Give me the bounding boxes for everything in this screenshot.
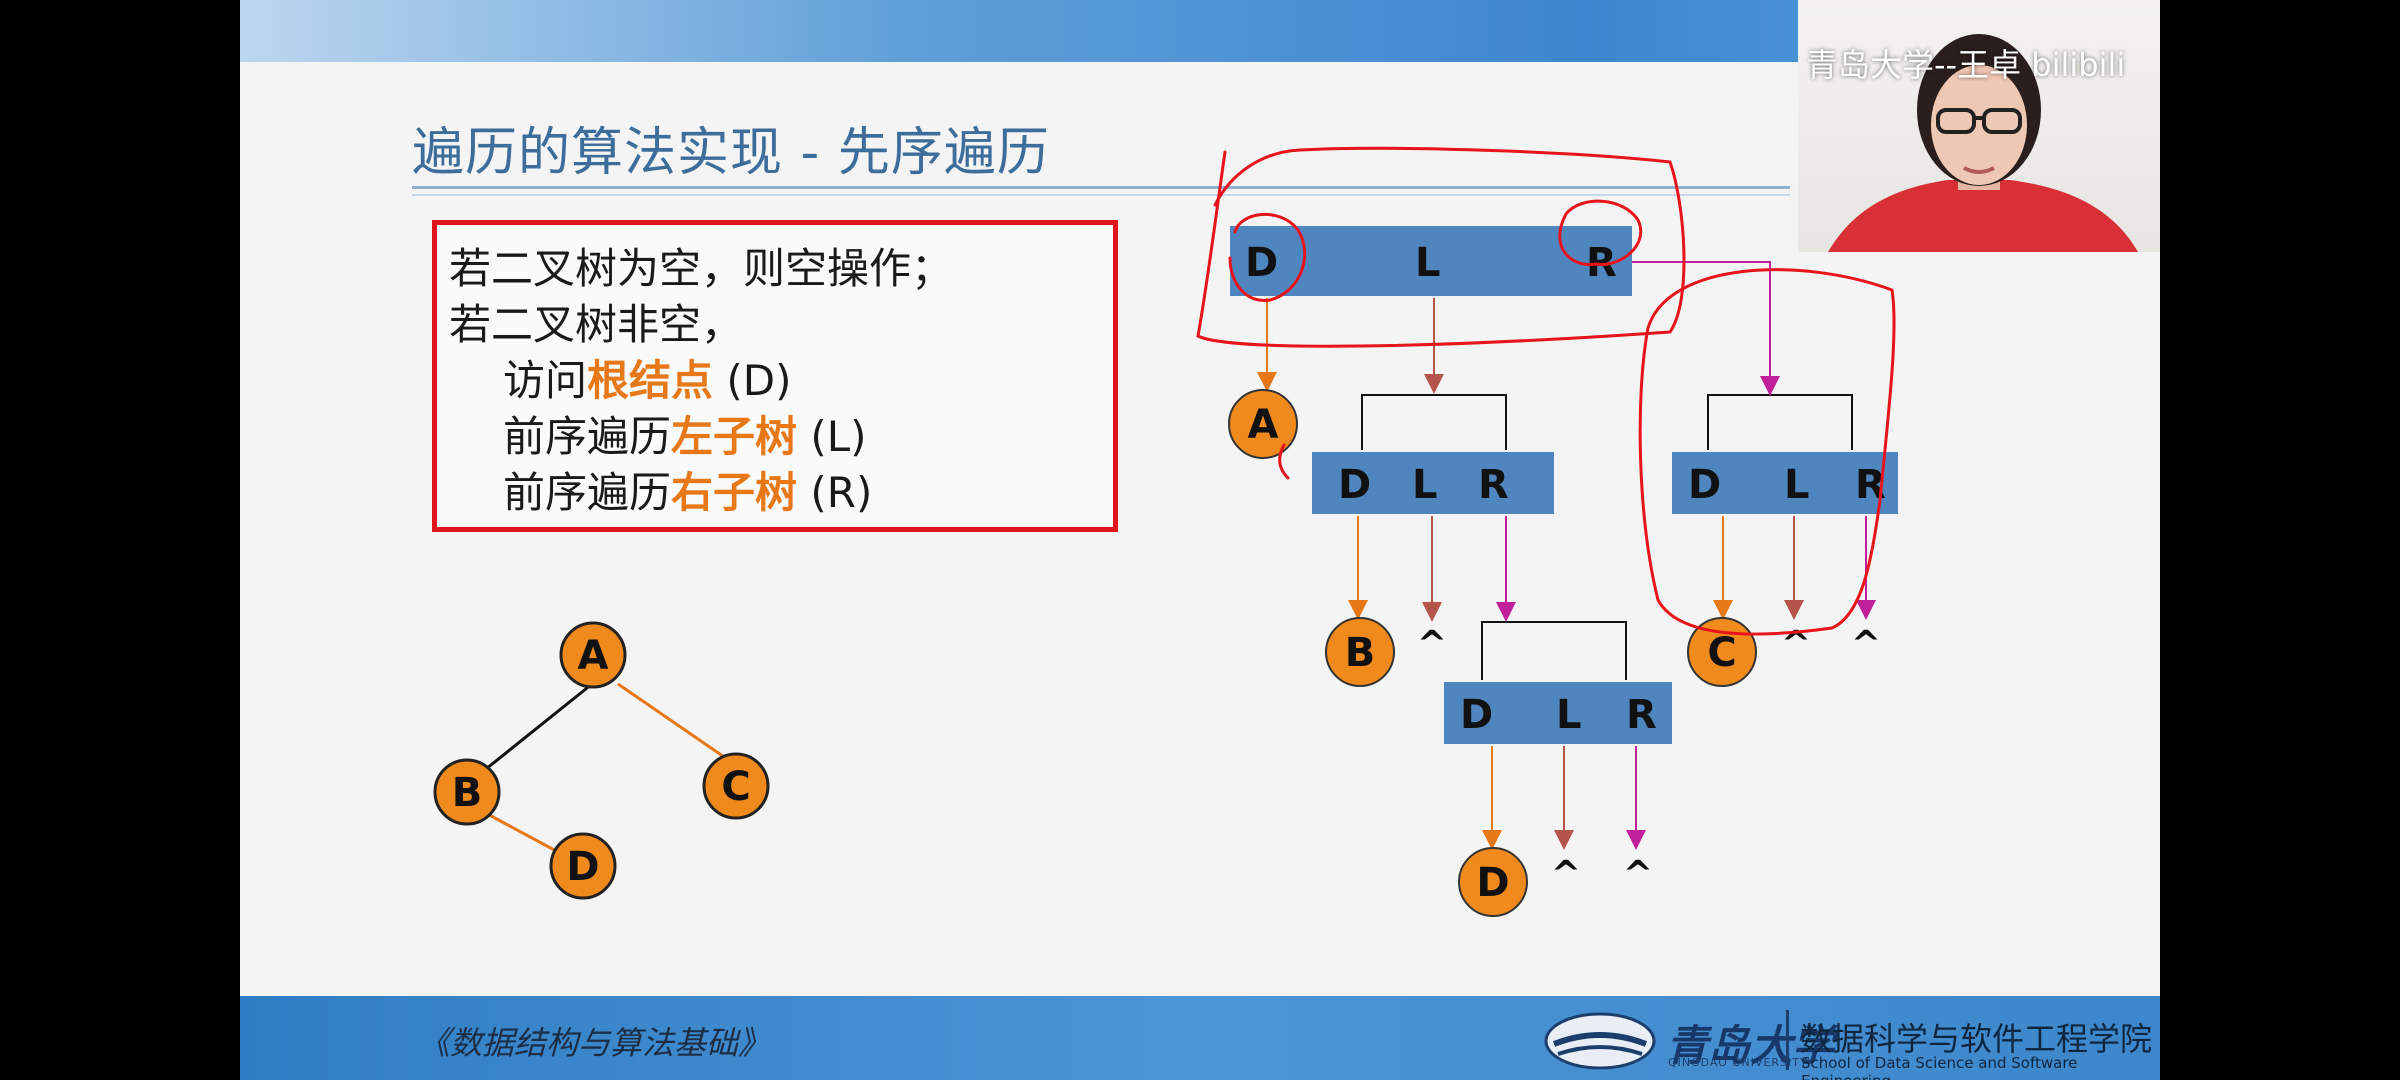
null-marker: ^ — [1417, 624, 1447, 665]
slide-footer-bar — [240, 996, 2160, 1080]
dlr-d-label: D — [1245, 240, 1278, 286]
university-logo-icon — [1544, 1012, 1656, 1070]
visited-node-b: B — [1325, 617, 1395, 687]
dlr-d-label: D — [1688, 462, 1721, 508]
rule-highlight: 左子树 — [671, 412, 798, 461]
annotation-circle-d — [1228, 213, 1307, 302]
slide-title: 遍历的算法实现 - 先序遍历 — [412, 123, 1050, 183]
visited-node-d: D — [1458, 847, 1528, 917]
rule-highlight: 右子树 — [671, 468, 798, 517]
visited-node-d-label: D — [1476, 860, 1509, 906]
tree-edge-b-d — [479, 808, 559, 854]
dlr-l-label: L — [1415, 240, 1441, 286]
rule-line-1: 若二叉树为空，则空操作； — [449, 244, 954, 293]
tree-node-d-label: D — [566, 844, 599, 890]
tree-node-d: D — [549, 832, 617, 900]
presenter-figure — [1828, 34, 2138, 252]
dlr-l-label: L — [1784, 462, 1810, 508]
handwritten-annotations — [1196, 146, 1896, 636]
null-markers: ^ ^ ^ ^ ^ — [1417, 624, 1881, 895]
arrow-root-r — [1632, 261, 1780, 396]
title-divider — [412, 186, 1790, 189]
tree-node-c-label: C — [721, 764, 750, 810]
tree-node-a: A — [559, 621, 627, 689]
annotation-circle-right-subtree — [1638, 268, 1896, 636]
dlr-box-right: D L R — [1672, 394, 1898, 514]
dlr-d-label: D — [1338, 462, 1371, 508]
null-marker: ^ — [1623, 854, 1653, 895]
dlr-l-label: L — [1412, 462, 1438, 508]
visited-node-a-label: A — [1248, 402, 1279, 448]
dlr-box-left: D L R — [1312, 394, 1554, 514]
footer-divider — [1786, 1010, 1789, 1070]
rule-line-5: 前序遍历右子树 (R) — [503, 468, 873, 517]
video-watermark: 青岛大学--王卓 bilibili — [1806, 46, 2126, 84]
null-marker: ^ — [1851, 624, 1881, 665]
rule-line-4: 前序遍历左子树 (L) — [503, 412, 867, 461]
dlr-d-label: D — [1460, 692, 1493, 738]
dlr-l-label: L — [1556, 692, 1582, 738]
traversal-arrows — [1257, 261, 1876, 850]
school-name-english: School of Data Science and Software Engi… — [1801, 1054, 2078, 1080]
annotation-circle-r — [1558, 199, 1643, 266]
annotation-circle-root-box — [1196, 146, 1686, 348]
rule-highlight: 根结点 — [587, 356, 714, 405]
university-logo-subtitle: QINGDAO UNIVERSITY — [1668, 1056, 1808, 1069]
presenter-webcam: 青岛大学--王卓 bilibili — [1798, 0, 2160, 252]
preorder-rules-box: 若二叉树为空，则空操作； 若二叉树非空， 访问根结点 (D) 前序遍历左子树 (… — [432, 220, 1118, 532]
dlr-r-label: R — [1478, 462, 1509, 508]
visited-node-b-label: B — [1345, 630, 1376, 676]
null-marker: ^ — [1551, 854, 1581, 895]
tree-node-b: B — [433, 758, 501, 826]
visited-node-a: A — [1228, 389, 1298, 459]
tree-edge-a-c — [617, 682, 731, 763]
traversal-diagram: A B C D D L R D L — [433, 146, 1898, 917]
footer-book-title: 《数据结构与算法基础》 — [418, 1024, 771, 1062]
tree-node-a-label: A — [578, 633, 609, 679]
title-divider-secondary — [412, 194, 1790, 196]
dlr-box-b-right: D L R — [1444, 621, 1672, 744]
rule-line-3: 访问根结点 (D) — [503, 356, 792, 405]
example-binary-tree: A B C D — [433, 621, 770, 900]
school-name-chinese: 数据科学与软件工程学院 — [1800, 1020, 2153, 1058]
dlr-r-label: R — [1626, 692, 1657, 738]
rule-line-2: 若二叉树非空， — [449, 300, 744, 349]
annotation-tick — [1278, 443, 1290, 480]
tree-node-c: C — [702, 752, 770, 820]
tree-node-b-label: B — [452, 770, 483, 816]
visited-node-c-label: C — [1707, 630, 1736, 676]
university-logo-text: 青岛大学 — [1666, 1021, 1835, 1070]
